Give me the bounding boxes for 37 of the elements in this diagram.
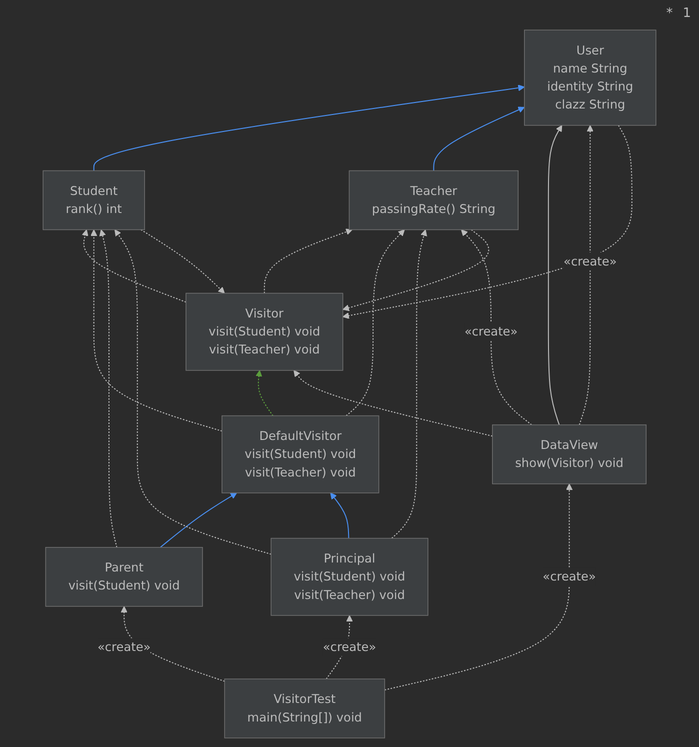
arrow xyxy=(82,229,186,303)
node-box: Parent visit(Student) void xyxy=(45,546,203,607)
arrow xyxy=(578,125,594,426)
node-box: Student rank() int xyxy=(42,170,145,230)
arrow xyxy=(93,84,525,172)
arrow xyxy=(548,125,562,426)
arrow xyxy=(433,106,525,172)
node-box: Principal visit(Student) void visit(Teacher) void xyxy=(270,538,428,616)
node-box: Visitor visit(Student) void visit(Teacher) void xyxy=(186,292,344,371)
arrow xyxy=(330,492,350,539)
arrow xyxy=(461,229,532,426)
arrow xyxy=(342,229,490,312)
arrow xyxy=(90,229,222,432)
edge-label: «create» xyxy=(322,640,376,654)
edge-label: «create» xyxy=(464,324,518,339)
multiplicity-label: 1 xyxy=(682,6,691,21)
node-box: User name String identity String clazz String xyxy=(524,30,656,126)
arrow xyxy=(256,370,274,416)
edge-label: «create» xyxy=(542,569,596,584)
edge-label: «create» xyxy=(97,640,151,654)
arrow xyxy=(120,606,226,682)
arrow xyxy=(294,370,493,437)
node-box: VisitorTest main(String[]) void xyxy=(224,678,386,738)
arrow xyxy=(140,229,225,294)
node-box: Teacher passingRate() String xyxy=(348,170,519,230)
arrow xyxy=(99,229,118,548)
arrow xyxy=(160,492,238,548)
edge-label: «create» xyxy=(564,254,617,268)
multiplicity-label: * xyxy=(666,6,673,21)
node-box: DataView show(Visitor) void xyxy=(492,424,647,484)
arrow xyxy=(342,124,632,319)
arrow xyxy=(384,484,573,690)
arrow xyxy=(114,229,272,555)
arrow xyxy=(391,229,428,539)
arrow xyxy=(346,229,405,416)
node-box: DefaultVisitor visit(Student) void visit(Teacher) void xyxy=(222,415,380,494)
arrow xyxy=(264,228,352,294)
